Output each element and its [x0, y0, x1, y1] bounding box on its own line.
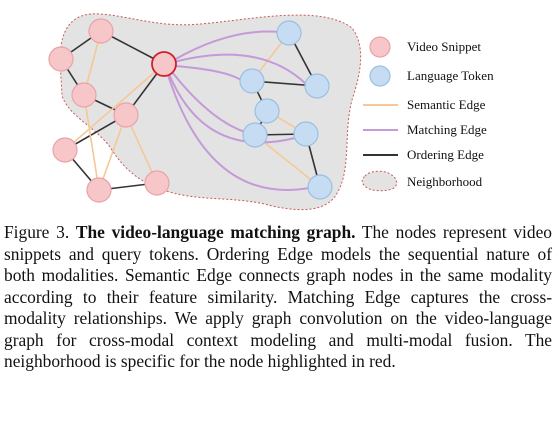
- matching-edge: [171, 71, 246, 133]
- figure-caption: Figure 3. The video-language matching gr…: [4, 222, 552, 373]
- legend-video-snippet-label: Video Snippet: [407, 39, 481, 54]
- language-token-node: [242, 122, 268, 148]
- matching-edge: [174, 65, 242, 81]
- legend-semantic-edge-label: Semantic Edge: [407, 97, 486, 112]
- caption-bold-title: The video-language matching graph.: [75, 222, 356, 242]
- legend-language-token-swatch: [369, 65, 391, 87]
- video-snippet-node: [52, 137, 78, 163]
- video-snippet-node: [71, 82, 97, 108]
- legend-language-token-label: Language Token: [407, 68, 494, 83]
- video-language-graph-figure: Video Snippet Language Token Semantic Ed…: [48, 13, 494, 211]
- video-snippet-node: [144, 170, 170, 196]
- video-snippet-node: [88, 18, 114, 44]
- legend-matching-edge-label: Matching Edge: [407, 122, 487, 137]
- semantic-edge: [83, 94, 100, 191]
- video-snippet-node: [48, 46, 74, 72]
- highlighted-video-node: [151, 51, 177, 77]
- semantic-edge: [64, 63, 165, 151]
- legend: Video Snippet Language Token Semantic Ed…: [361, 36, 494, 192]
- video-snippet-node: [86, 177, 112, 203]
- caption-prefix: Figure 3.: [4, 222, 76, 242]
- language-token-node: [304, 73, 330, 99]
- semantic-edge: [98, 114, 127, 191]
- language-token-node: [239, 68, 265, 94]
- legend-ordering-edge-label: Ordering Edge: [407, 147, 484, 162]
- language-token-node: [293, 121, 319, 147]
- graph-nodes: [48, 18, 333, 203]
- language-token-node: [276, 20, 302, 46]
- language-token-node: [254, 98, 280, 124]
- language-token-node: [307, 174, 333, 200]
- legend-video-snippet-swatch: [369, 36, 391, 58]
- matching-edge: [167, 74, 310, 191]
- video-snippet-node: [113, 102, 139, 128]
- matching-edge: [173, 30, 280, 61]
- legend-neighborhood-swatch: [361, 170, 398, 192]
- legend-neighborhood-label: Neighborhood: [407, 174, 483, 189]
- caption-body: The nodes represent video snippets and q…: [4, 222, 552, 371]
- matching-edge: [173, 53, 307, 85]
- semantic-edge: [254, 134, 321, 188]
- matching-edge: [168, 73, 296, 144]
